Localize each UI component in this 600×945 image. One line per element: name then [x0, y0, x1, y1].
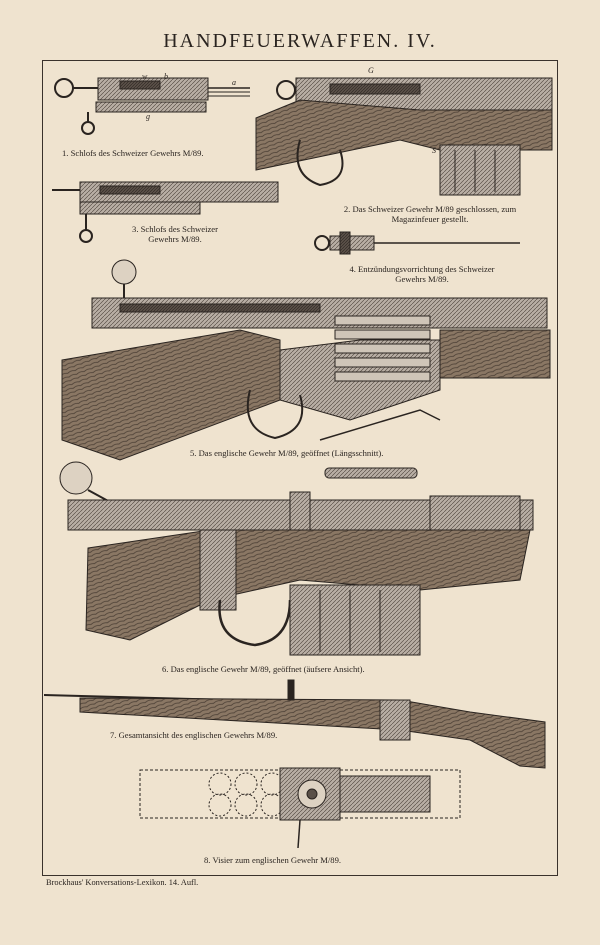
- figure-1-swiss-bolt: [54, 77, 250, 135]
- figure-2-swiss-rifle-closed: [255, 77, 553, 196]
- letter-g: g: [146, 112, 150, 121]
- plate-frame: [42, 60, 558, 876]
- figure-8-sight: [139, 767, 461, 849]
- caption-figure-6: 6. Das englische Gewehr M/89, geöffnet (…: [162, 664, 365, 674]
- letter-S: S: [432, 146, 436, 155]
- caption-figure-7: 7. Gesamtansicht des englischen Gewehrs …: [110, 730, 278, 740]
- letter-a: a: [232, 78, 236, 87]
- caption-figure-2-line-1: 2. Das Schweizer Gewehr M/89 geschlossen…: [343, 204, 517, 214]
- figure-6-english-rifle-exterior: [59, 461, 534, 656]
- footer-publisher: Brockhaus' Konversations-Lexikon. 14. Au…: [46, 878, 199, 887]
- caption-figure-1: 1. Schlofs des Schweizer Gewehrs M/89.: [62, 148, 204, 158]
- caption-figure-8: 8. Visier zum englischen Gewehr M/89.: [204, 855, 342, 865]
- figure-5-english-rifle-section: [61, 259, 551, 479]
- caption-figure-2: 2. Das Schweizer Gewehr M/89 geschlossen…: [308, 204, 552, 224]
- caption-figure-3-line-1: 3. Schlofs des Schweizer: [132, 224, 218, 234]
- letter-w: w: [142, 72, 148, 81]
- caption-figure-4-line-1: 4. Entzündungsvorrichtung des Schweizer: [349, 264, 495, 274]
- caption-figure-3: 3. Schlofs des Schweizer Gewehrs M/89.: [110, 224, 240, 244]
- letter-b: b: [164, 72, 168, 81]
- caption-figure-2-line-2: Magazinfeuer gestellt.: [391, 214, 469, 224]
- figure-4-ignition-device: [314, 231, 520, 255]
- caption-figure-3-line-2: Gewehrs M/89.: [148, 234, 202, 244]
- figure-3-swiss-bolt: [52, 181, 279, 243]
- caption-figure-5: 5. Das englische Gewehr M/89, geöffnet (…: [190, 448, 384, 458]
- figure-7-full-rifle: [43, 679, 546, 769]
- letter-G: G: [368, 66, 374, 75]
- caption-figure-4-line-2: Gewehrs M/89.: [395, 274, 449, 284]
- caption-figure-4: 4. Entzündungsvorrichtung des Schweizer …: [314, 264, 530, 284]
- page-title: HANDFEUERWAFFEN. IV.: [163, 30, 437, 52]
